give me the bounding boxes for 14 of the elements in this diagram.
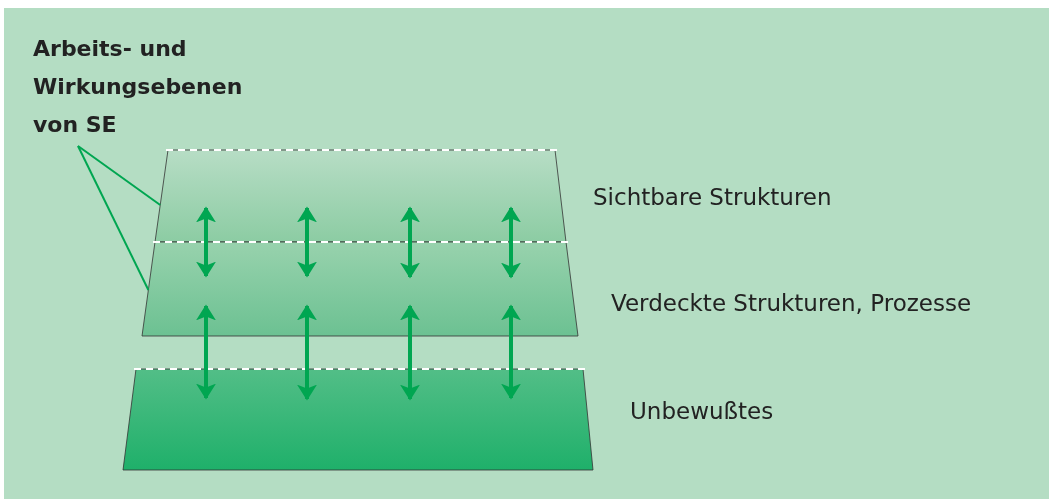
double-arrow [400, 206, 420, 279]
double-arrow [297, 206, 317, 278]
double-arrow [196, 206, 216, 278]
double-arrow [196, 304, 216, 400]
layer-label: Verdeckte Strukturen, Prozesse [611, 289, 972, 318]
layer-label: Unbewußtes [630, 397, 774, 426]
leader-line [77, 145, 162, 206]
double-arrow [501, 206, 521, 279]
double-arrow [400, 304, 420, 401]
double-arrow [501, 304, 521, 400]
leader-line [77, 145, 150, 291]
callout-label: Arbeits- und Wirkungsebenen von SE [33, 35, 244, 139]
double-arrow [297, 304, 317, 401]
layer-label: Sichtbare Strukturen [593, 183, 832, 212]
